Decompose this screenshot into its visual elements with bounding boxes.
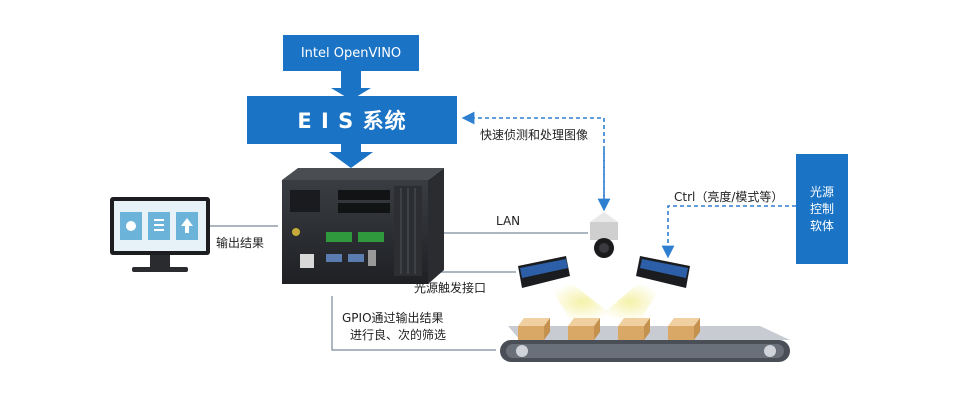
- dashed-line-camera-to-eis: [461, 111, 605, 206]
- label-trigger: 光源触发接口: [414, 281, 487, 295]
- label-ctrl: Ctrl（亮度/模式等）: [674, 190, 784, 204]
- package-icon-2: [568, 318, 600, 340]
- label-gpio-line-1: GPIO通过输出结果: [342, 311, 444, 325]
- camera-icon: [590, 212, 618, 258]
- light-software-line-2: 控制: [809, 201, 834, 216]
- light-beam-right: [598, 282, 662, 322]
- light-control-software-box: 光源 控制 软体: [796, 154, 848, 264]
- block-arrow-intel-to-eis: [331, 70, 371, 100]
- light-software-line-3: 软体: [809, 218, 834, 233]
- industrial-pc-icon: [282, 168, 444, 284]
- label-detect: 快速侦测和处理图像: [480, 128, 589, 142]
- package-icon-3: [618, 318, 650, 340]
- package-icon-4: [668, 318, 700, 340]
- eis-system-box: E I S 系统: [247, 96, 457, 144]
- light-bar-icon: [518, 256, 570, 288]
- package-icon: [518, 318, 550, 340]
- light-software-line-1: 光源: [809, 184, 834, 199]
- light-bar-icon-right: [636, 256, 690, 288]
- label-output: 输出结果: [216, 236, 265, 250]
- line-gpio: [331, 296, 496, 351]
- intel-openvino-label: Intel OpenVINO: [300, 45, 402, 61]
- block-arrow-eis-to-pc: [329, 144, 373, 168]
- monitor-icon: [110, 197, 210, 272]
- light-beam-left: [548, 282, 616, 322]
- label-gpio: GPIO通过输出结果 进行良、次的筛选: [342, 310, 446, 344]
- label-gpio-line-2: 进行良、次的筛选: [350, 328, 447, 342]
- eis-system-label: E I S 系统: [297, 109, 407, 133]
- intel-openvino-box: Intel OpenVINO: [283, 35, 419, 71]
- label-lan: LAN: [496, 214, 521, 228]
- dashed-line-ctrl: [661, 205, 796, 259]
